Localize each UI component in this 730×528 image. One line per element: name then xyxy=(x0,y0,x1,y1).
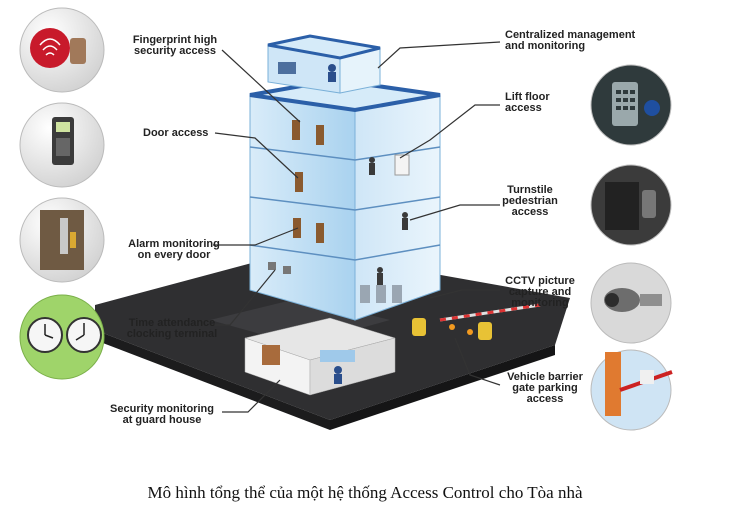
door-floor2-b xyxy=(316,223,324,243)
label-fingerprint: Fingerprint high security access xyxy=(132,34,218,57)
building-illustration xyxy=(19,7,673,431)
label-cctv: CCTV picture capture and monitoring xyxy=(505,275,575,309)
left-photo-2 xyxy=(19,102,105,188)
label-centralized: Centralized management and monitoring xyxy=(505,29,636,52)
label-door-access: Door access xyxy=(143,127,209,139)
door-lock-icon xyxy=(60,218,68,254)
guard-house xyxy=(244,317,396,396)
leader-lines xyxy=(210,41,501,413)
label-alarm-monitoring: Alarm monitoring on every door xyxy=(128,238,220,261)
card-swipe-icon xyxy=(642,190,656,218)
left-photo-3 xyxy=(19,197,105,283)
label-lift-floor: Lift floor access xyxy=(505,91,550,114)
right-photo-2 xyxy=(590,164,672,246)
left-photo-4 xyxy=(19,294,105,380)
left-photo-1 xyxy=(19,7,105,93)
right-photo-1 xyxy=(590,64,672,146)
door-floor4-a xyxy=(292,120,300,140)
label-vehicle-barrier: Vehicle barrier gate parking access xyxy=(507,371,583,405)
right-photo-3 xyxy=(590,262,672,344)
door-floor3 xyxy=(295,172,303,192)
fingerprint-scanner-icon xyxy=(30,28,70,68)
guard-door xyxy=(262,345,280,365)
label-turnstile: Turnstile pedestrian access xyxy=(502,184,558,218)
guard-window xyxy=(320,350,355,362)
label-time-attendance: Time attendance clocking terminal xyxy=(126,317,218,340)
label-security-monitoring: Security monitoring at guard house xyxy=(110,403,214,426)
building xyxy=(249,34,441,321)
keypad-icon xyxy=(612,82,638,126)
vehicle-barrier xyxy=(412,303,541,340)
penthouse-monitor xyxy=(278,62,296,74)
door-floor4-b xyxy=(316,125,324,145)
right-photo-4 xyxy=(590,349,673,431)
figure-caption: Mô hình tổng thể của một hệ thống Access… xyxy=(147,483,583,502)
